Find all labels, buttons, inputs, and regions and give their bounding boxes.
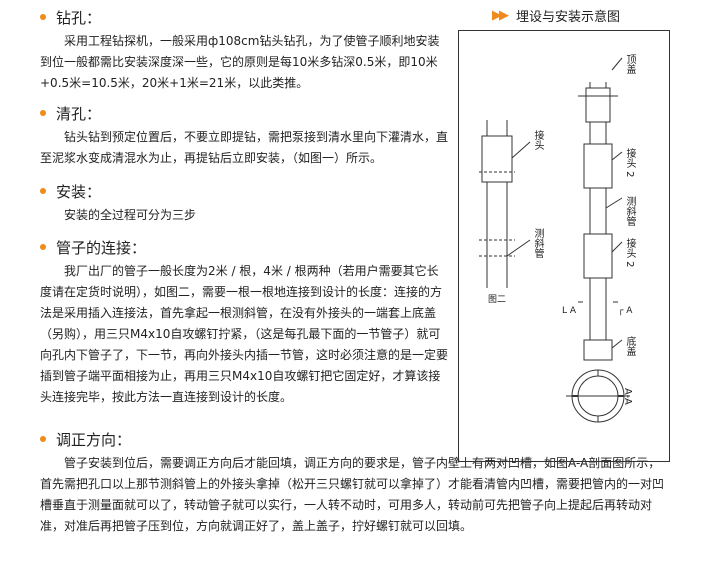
section-heading: 管子的连接： (56, 238, 147, 257)
label-joint-2b: 接头 2 (624, 238, 635, 268)
bullet-dot-icon (40, 244, 46, 250)
bullet-dot-icon (40, 436, 46, 442)
section-drilling: 钻孔： 采用工程钻探机，一般采用ф108cm钻头钻孔，为了使管子顺利地安装到位一… (40, 6, 448, 94)
label-incl-pipe: 测斜管 (532, 228, 543, 258)
section-orientation: 调正方向： 管子安装到位后，需要调正方向后才能回填，调正方向的要求是，管子内壁上… (40, 428, 672, 537)
diagram-frame (458, 30, 670, 462)
label-incl-pipe-2: 测斜管 (624, 196, 635, 226)
label-section-aa: A-A (622, 388, 633, 405)
label-bottom-cap: 底盖 (624, 336, 635, 356)
section-install: 安装： 安装的全过程可分为三步 (40, 180, 448, 226)
section-pipe-connection: 管子的连接： 我厂出厂的管子一般长度为2米 / 根，4米 / 根两种（若用户需要… (40, 236, 448, 408)
section-paragraph: 钻头钻到预定位置后，不要立即提钻，需把泵接到清水里向下灌清水，直至泥浆水变成清混… (40, 130, 449, 165)
section-aa-circle (566, 369, 630, 423)
section-heading: 安装： (56, 182, 102, 201)
diagram-drawing (458, 30, 670, 462)
label-joint-2: 接头 2 (624, 148, 635, 178)
double-arrow-icon: ▶▶ (492, 8, 509, 23)
section-heading: 钻孔： (56, 8, 102, 27)
section-heading: 调正方向： (56, 430, 132, 449)
figure-two-pipe (479, 120, 531, 288)
section-paragraph: 采用工程钻探机，一般采用ф108cm钻头钻孔，为了使管子顺利地安装到位一般都需比… (40, 34, 440, 90)
main-pipe (578, 57, 623, 361)
label-section-la: L A (562, 306, 577, 316)
diagram-header: ▶▶ 埋设与安装示意图 (492, 6, 620, 25)
section-paragraph: 管子安装到位后，需要调正方向后才能回填，调正方向的要求是，管子内壁上有两对凹槽，… (40, 456, 665, 533)
label-figure-two: 图二 (488, 295, 507, 305)
bullet-dot-icon (40, 188, 46, 194)
section-paragraph: 安装的全过程可分为三步 (64, 208, 197, 222)
section-heading: 清孔： (56, 104, 102, 123)
diagram-title: 埋设与安装示意图 (516, 10, 621, 25)
label-joint: 接头 (532, 130, 543, 150)
bullet-dot-icon (40, 14, 46, 20)
section-cleaning: 清孔： 钻头钻到预定位置后，不要立即提钻，需把泵接到清水里向下灌清水，直至泥浆水… (40, 102, 448, 169)
installation-diagram: 顶盖 接头 测斜管 图二 接头 2 测斜管 接头 2 L A ┌ A 底盖 A-… (458, 30, 670, 462)
label-section-ra: ┌ A (618, 306, 633, 316)
section-paragraph: 我厂出厂的管子一般长度为2米 / 根，4米 / 根两种（若用户需要其它长度请在定… (40, 264, 449, 404)
bullet-dot-icon (40, 110, 46, 116)
label-top-cap: 顶盖 (624, 54, 635, 74)
